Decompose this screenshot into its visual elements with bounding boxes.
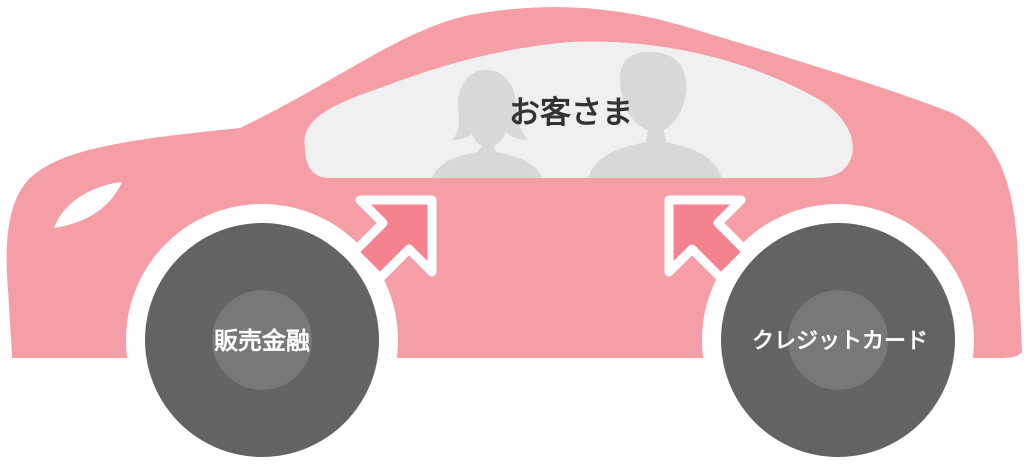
rear-wheel: クレジットカード <box>721 223 955 457</box>
front-wheel-hub <box>212 290 312 390</box>
customer-silhouette-man <box>588 52 722 178</box>
front-wheel-label: 販売金融 <box>214 327 310 355</box>
customer-silhouette-woman <box>432 70 542 178</box>
arrow-to-customer-left <box>349 195 437 283</box>
window <box>304 41 853 178</box>
arrow-to-customer-right <box>664 195 752 283</box>
headlight <box>54 182 122 228</box>
rear-wheel-label: クレジットカード <box>752 329 928 354</box>
front-wheel: 販売金融 <box>145 223 379 457</box>
rear-wheel-hub <box>788 290 888 390</box>
customer-label: お客さま <box>509 95 633 131</box>
